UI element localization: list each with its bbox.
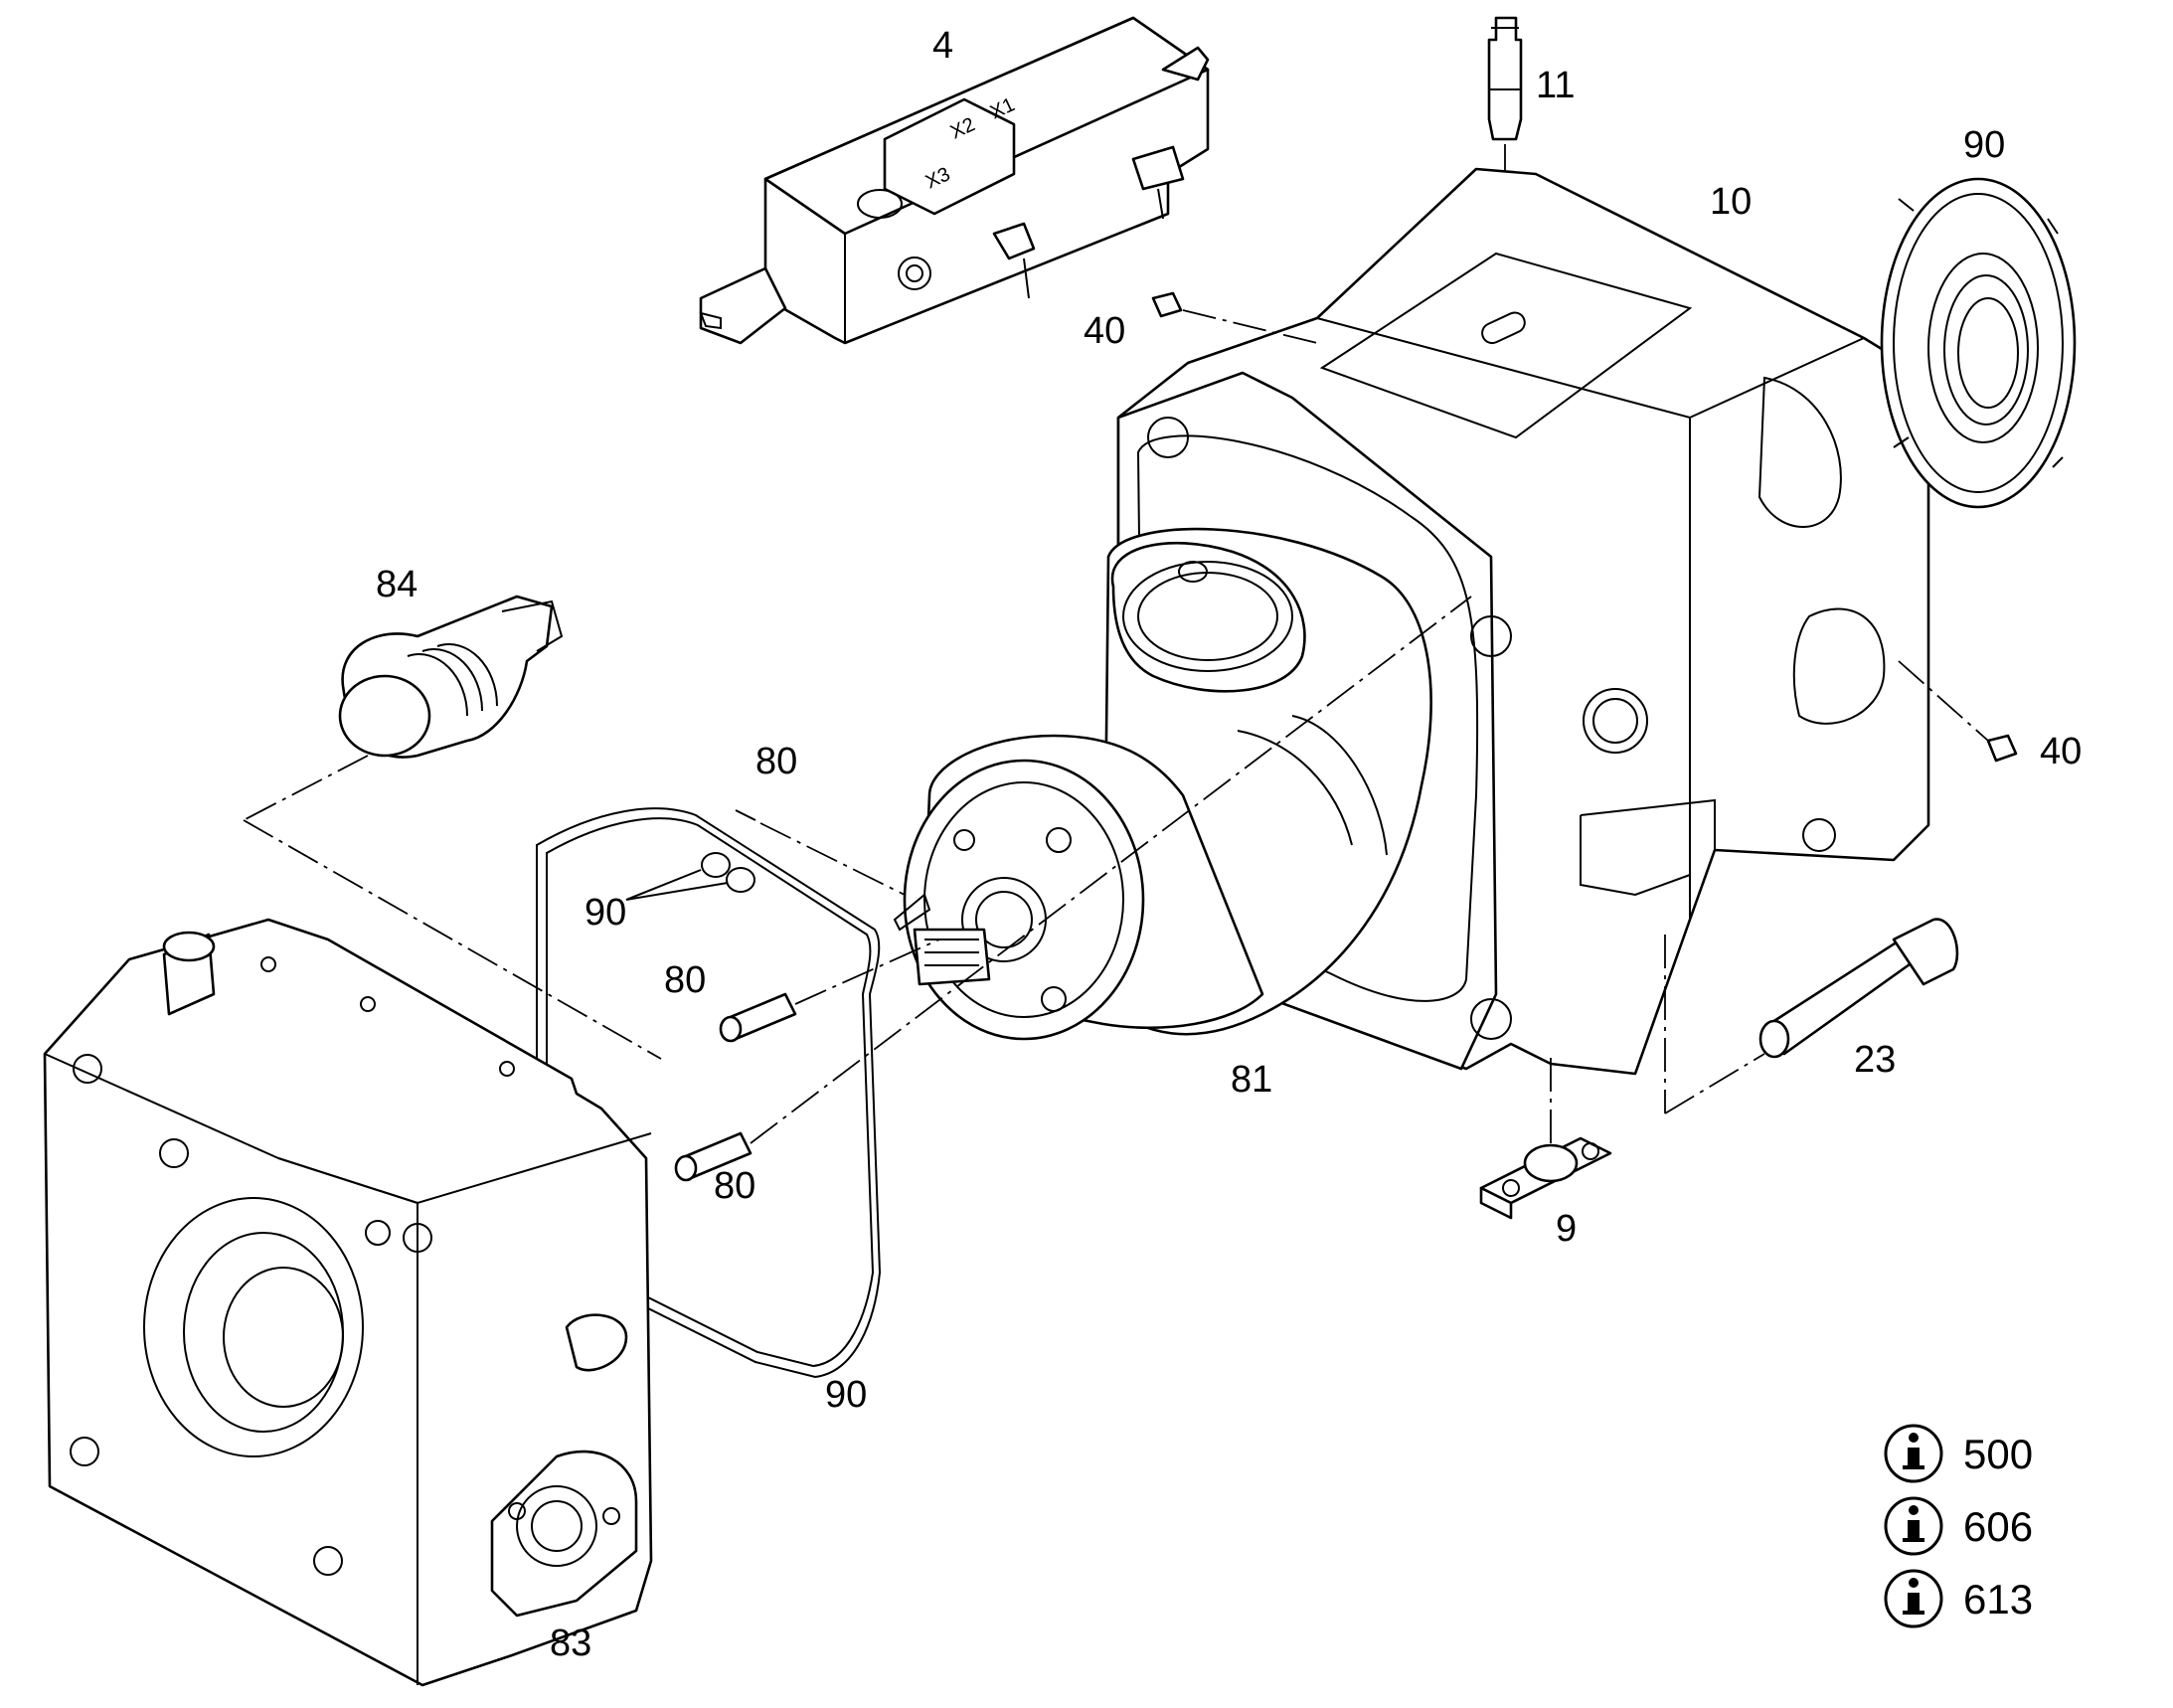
cartridge-84 — [243, 595, 662, 1060]
callout-11: 11 — [1536, 65, 1575, 106]
callout-23: 23 — [1854, 1039, 1896, 1081]
callout-80-upper: 80 — [755, 741, 797, 782]
rotary-group — [893, 527, 1432, 1041]
callout-84: 84 — [376, 564, 418, 605]
info-reference-613[interactable]: 613 — [1884, 1569, 2033, 1628]
info-reference-500[interactable]: 500 — [1884, 1424, 2033, 1483]
info-number: 500 — [1963, 1431, 2033, 1477]
callout-40-top: 40 — [1084, 310, 1125, 352]
callout-83: 83 — [550, 1623, 591, 1664]
callout-4: 4 — [932, 25, 953, 67]
callout-81: 81 — [1231, 1059, 1272, 1101]
callout-80-middle: 80 — [664, 959, 706, 1001]
control-valve-block: X2 X1 X3 — [699, 16, 1210, 345]
bolt-23 — [1664, 918, 1959, 1114]
plug-40-top — [1151, 291, 1318, 344]
info-reference-606[interactable]: 606 — [1884, 1496, 2033, 1556]
callout-10: 10 — [1710, 181, 1752, 223]
callout-labels: 4 11 10 90 40 84 40 80 90 80 81 23 80 9 … — [376, 25, 2082, 1664]
pin-80-middle — [719, 939, 940, 1043]
info-number: 613 — [1963, 1576, 2033, 1623]
plug-40-right — [1898, 660, 2018, 763]
shaft-seal-ring — [1880, 177, 2077, 509]
callout-9: 9 — [1556, 1208, 1577, 1250]
pin-80-upper — [735, 809, 906, 896]
callout-90-lower: 90 — [825, 1374, 867, 1416]
info-number: 606 — [1963, 1503, 2033, 1550]
end-cover-83 — [43, 918, 653, 1687]
callout-40-right: 40 — [2040, 731, 2082, 772]
callout-90-seal: 90 — [1963, 124, 2005, 166]
callout-80-lower: 80 — [714, 1165, 755, 1207]
bracket-9 — [1479, 1054, 1612, 1220]
pin-80-lower — [674, 596, 1472, 1182]
callout-90-gasket: 90 — [585, 892, 626, 934]
